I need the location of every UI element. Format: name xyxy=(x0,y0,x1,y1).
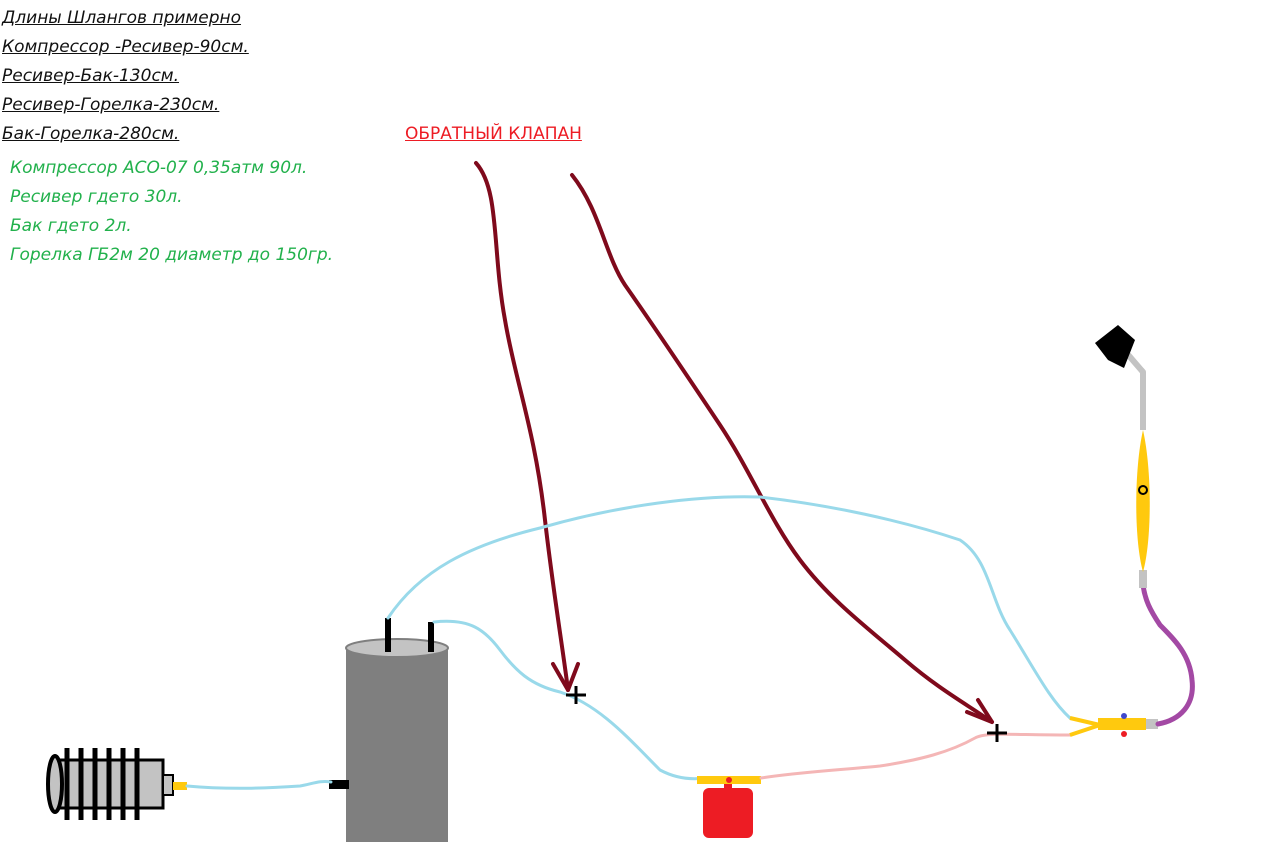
compressor xyxy=(46,748,187,820)
check-valve-label: ОБРАТНЫЙ КЛАПАН xyxy=(405,124,582,144)
hose-receiver-tank xyxy=(432,619,707,781)
hose-tank-burner xyxy=(759,732,1072,780)
spec-tank: Бак гдето 2л. xyxy=(10,216,132,236)
hose-mixer-torch xyxy=(1140,582,1195,727)
hose-length-tank-burner: Бак-Горелка-280см. xyxy=(2,124,180,144)
receiver-top xyxy=(345,638,449,658)
torch-valve-knob xyxy=(1138,485,1148,495)
hose-length-receiver-tank: Ресивер-Бак-130см. xyxy=(2,66,180,86)
receiver-body xyxy=(346,648,448,842)
compressor-outlet xyxy=(162,774,174,796)
hose-lengths-heading: Длины Шлангов примерно xyxy=(2,8,242,28)
torch-connector xyxy=(1139,570,1147,588)
hose-length-receiver-burner: Ресивер-Горелка-230см. xyxy=(2,95,220,115)
check-valve-left xyxy=(566,686,586,704)
receiver-outlet-right xyxy=(428,622,434,652)
arrow-to-valve-left xyxy=(474,161,570,692)
mixer-collar xyxy=(1146,719,1158,729)
hose-compressor-receiver xyxy=(185,780,333,790)
tank-indicator xyxy=(726,777,732,783)
receiver-outlet-left xyxy=(385,618,391,652)
compressor-end-cap xyxy=(46,754,64,814)
spec-burner: Горелка ГБ2м 20 диаметр до 150гр. xyxy=(10,245,334,265)
torch-handle xyxy=(1136,430,1150,572)
torch-pipe xyxy=(1121,348,1146,430)
arrowhead-right xyxy=(965,698,994,724)
fuel-tank xyxy=(697,776,761,838)
hose-receiver-burner xyxy=(386,495,1072,720)
burner-mixer xyxy=(1069,713,1158,737)
spec-compressor: Компрессор АСО-07 0,35атм 90л. xyxy=(10,158,308,178)
arrow-to-valve-right xyxy=(570,173,994,724)
torch-nozzle xyxy=(1095,325,1135,368)
spec-receiver: Ресивер гдето 30л. xyxy=(10,187,183,207)
burner-torch xyxy=(1095,325,1150,588)
mixer-body xyxy=(1098,718,1146,730)
air-hoses xyxy=(185,495,1072,790)
receiver xyxy=(329,618,449,842)
tank-neck xyxy=(724,780,732,790)
mixer-valve-blue xyxy=(1121,713,1127,719)
compressor-fitting xyxy=(173,782,187,790)
arrowhead-left xyxy=(551,662,580,692)
check-valve-arrows xyxy=(474,161,994,724)
mixer-valve-red xyxy=(1121,731,1127,737)
check-valve-right xyxy=(987,724,1007,742)
mixer-y-joint xyxy=(1069,716,1108,737)
hose-length-compressor-receiver: Компрессор -Ресивер-90см. xyxy=(2,37,249,57)
compressor-cooling-fins xyxy=(64,748,140,820)
tank-body xyxy=(703,788,753,838)
receiver-inlet xyxy=(329,780,349,789)
